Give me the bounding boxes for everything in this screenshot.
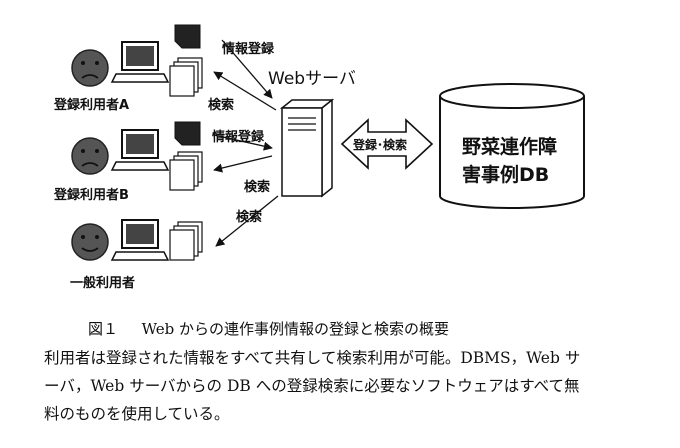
register-label-a: 情報登録 bbox=[222, 42, 275, 57]
figure-title: Web からの連作事例情報の登録と検索の概要 bbox=[141, 320, 450, 338]
user-a-laptop-icon bbox=[110, 41, 170, 83]
search-arrow-general bbox=[215, 195, 279, 247]
body-text-line-3: 料のものを使用している。 bbox=[44, 405, 230, 423]
general-user-face-icon bbox=[71, 223, 109, 261]
register-label-b: 情報登録 bbox=[212, 130, 265, 145]
register-search-label: 登録･検索 bbox=[353, 138, 408, 152]
system-overview-diagram bbox=[71, 24, 585, 261]
user-a-label: 登録利用者A bbox=[54, 98, 130, 113]
figure-number: 図１ bbox=[88, 320, 119, 338]
user-b-face-icon bbox=[71, 137, 109, 175]
body-text-line-2: ーバ，Web サーバからの DB への登録検索に必要なソフトウェアはすべて無 bbox=[44, 377, 580, 395]
search-label-b: 検索 bbox=[244, 180, 271, 195]
general-user-laptop-icon bbox=[110, 219, 170, 261]
general-user-document-icon bbox=[169, 221, 203, 261]
figure-caption: 図１ Web からの連作事例情報の登録と検索の概要 bbox=[88, 318, 449, 339]
register-arrow-a bbox=[221, 39, 273, 99]
web-server-label: Webサーバ bbox=[268, 69, 356, 89]
body-text-line-1: 利用者は登録された情報をすべて共有して検索利用が可能。DBMS，Web サ bbox=[44, 349, 581, 367]
search-label-general: 検索 bbox=[236, 210, 263, 225]
user-b-laptop-icon bbox=[110, 129, 170, 171]
user-b-document-icon bbox=[169, 121, 203, 191]
search-arrow-a bbox=[213, 71, 277, 111]
user-a-document-icon bbox=[169, 24, 203, 97]
user-a-face-icon bbox=[71, 49, 109, 87]
search-label-a: 検索 bbox=[208, 98, 235, 113]
register-arrow-b bbox=[213, 134, 273, 151]
db-label-line2: 害事例DB bbox=[462, 164, 550, 186]
general-user-label: 一般利用者 bbox=[70, 276, 136, 291]
search-arrow-b bbox=[213, 155, 273, 173]
user-b-label: 登録利用者B bbox=[54, 188, 129, 203]
db-label-line1: 野菜連作障 bbox=[462, 136, 558, 158]
server-db-double-arrow bbox=[340, 118, 434, 170]
database-cylinder bbox=[439, 83, 585, 209]
web-server-icon bbox=[279, 98, 335, 198]
